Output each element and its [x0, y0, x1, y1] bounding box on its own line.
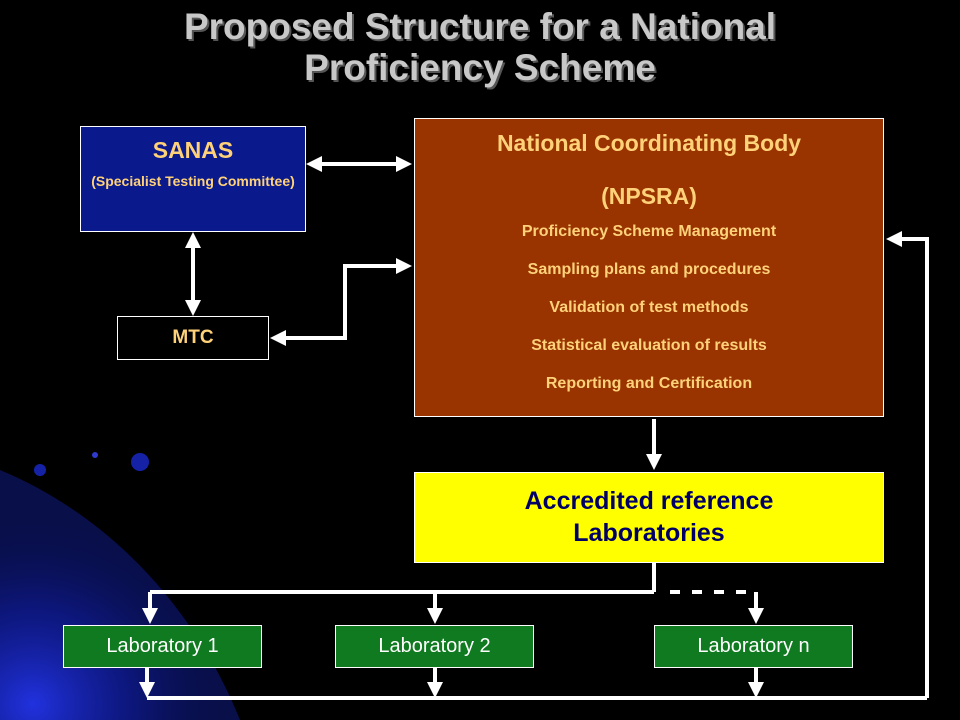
ncb-item: Statistical evaluation of results: [531, 337, 767, 354]
laboratory-2-box: Laboratory 2: [335, 625, 534, 668]
mtc-name: MTC: [172, 327, 214, 348]
accredited-reference-laboratories-box: Accredited reference Laboratories: [414, 472, 884, 563]
page-title: Proposed Structure for a National Profic…: [0, 6, 960, 88]
sanas-subtitle: (Specialist Testing Committee): [91, 173, 295, 189]
national-coordinating-body-box: National Coordinating Body (NPSRA) Profi…: [414, 118, 884, 417]
ncb-item: Reporting and Certification: [545, 375, 753, 392]
laboratory-label: Laboratory 1: [106, 635, 219, 657]
ncb-name: National Coordinating Body: [496, 130, 802, 156]
laboratory-label: Laboratory n: [697, 635, 810, 657]
laboratory-n-box: Laboratory n: [654, 625, 853, 668]
laboratory-1-box: Laboratory 1: [63, 625, 262, 668]
ncb-item: Proficiency Scheme Management: [521, 223, 777, 240]
sanas-name: SANAS: [152, 137, 234, 163]
reference-line-2: Laboratories: [573, 519, 725, 547]
mtc-box: MTC: [117, 316, 269, 360]
ncb-item: Validation of test methods: [549, 299, 749, 316]
reference-line-1: Accredited reference: [524, 487, 774, 515]
laboratory-label: Laboratory 2: [378, 635, 491, 657]
ncb-item: Sampling plans and procedures: [527, 261, 771, 278]
ncb-responsibilities: Proficiency Scheme Management Sampling p…: [415, 222, 883, 393]
title-line-2: Proficiency Scheme: [304, 47, 656, 88]
title-line-1: Proposed Structure for a National: [183, 6, 777, 47]
sanas-box: SANAS (Specialist Testing Committee): [80, 126, 306, 232]
ncb-abbreviation: (NPSRA): [601, 183, 697, 209]
